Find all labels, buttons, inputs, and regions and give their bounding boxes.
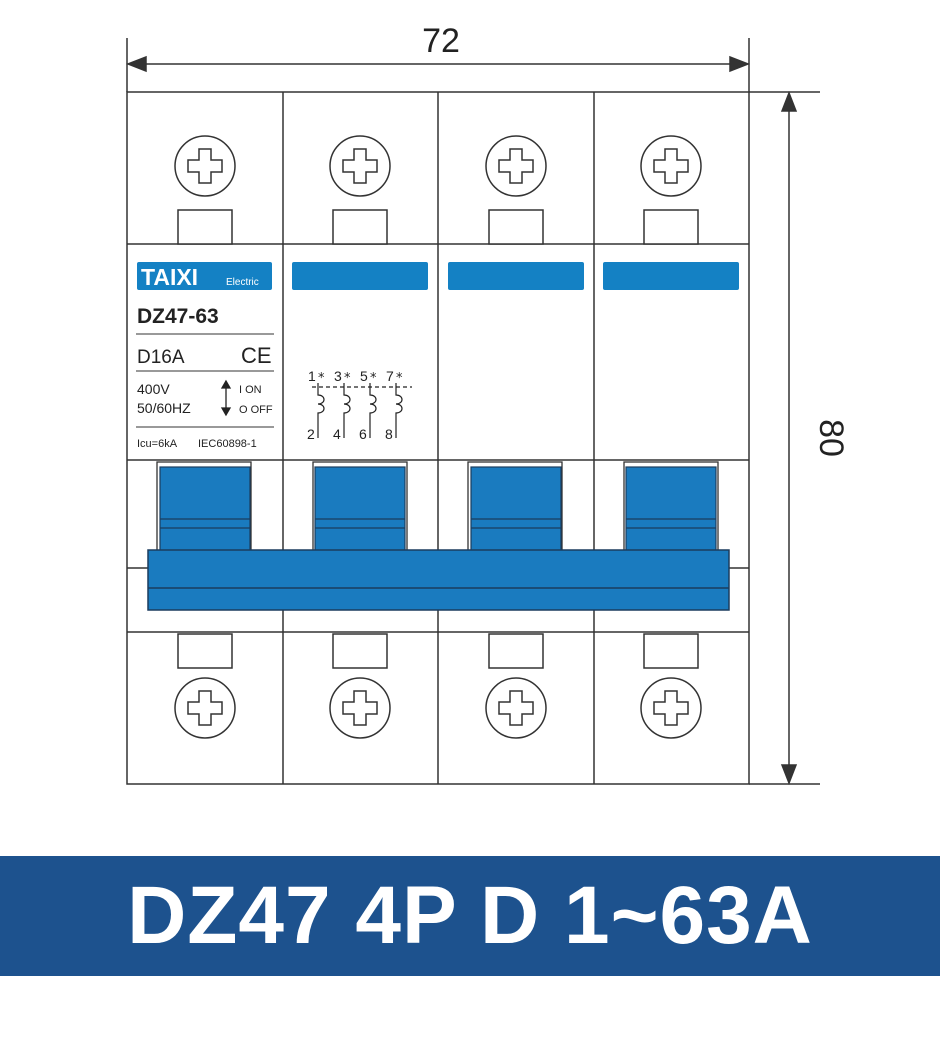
- terminal-mark: *: [318, 371, 325, 386]
- breaker-body: [126, 91, 750, 785]
- terminal-label: 4: [333, 426, 341, 442]
- terminal-mark: *: [396, 371, 403, 386]
- terminal-mark: *: [344, 371, 351, 386]
- width-label: 72: [422, 22, 460, 60]
- screw-icon: [174, 677, 236, 739]
- screw-icon: [329, 677, 391, 739]
- label-strips: [137, 262, 739, 290]
- frequency-rating: 50/60HZ: [137, 400, 191, 416]
- product-banner: DZ47 4P D 1~63A: [0, 856, 940, 976]
- terminal-clamp: [643, 633, 699, 669]
- width-dimension: [125, 38, 751, 92]
- terminal-mark: *: [370, 371, 377, 386]
- terminal-clamp: [177, 209, 233, 245]
- screw-icon: [485, 677, 547, 739]
- screw-icon: [640, 677, 702, 739]
- switch-handle[interactable]: [314, 466, 406, 552]
- terminal-screws: [174, 135, 702, 739]
- switch-handle[interactable]: [470, 466, 562, 552]
- terminal-numbers-bottom: 2 4 6 8: [307, 426, 393, 442]
- terminal-clamp: [177, 633, 233, 669]
- switch-handle[interactable]: [159, 466, 251, 552]
- label-strip: [292, 262, 428, 290]
- voltage-rating: 400V: [137, 381, 170, 397]
- terminal-label: 8: [385, 426, 393, 442]
- terminal-clamp: [332, 633, 388, 669]
- breaking-capacity: Icu=6kA: [137, 438, 178, 450]
- switch-handle[interactable]: [625, 466, 717, 552]
- standard-code: IEC60898-1: [198, 438, 257, 450]
- current-rating: D16A: [137, 347, 185, 368]
- label-strip: [448, 262, 584, 290]
- height-label: 80: [812, 419, 850, 457]
- terminal-label: 5: [360, 368, 368, 384]
- terminal-clamp: [643, 209, 699, 245]
- screw-icon: [329, 135, 391, 197]
- screw-icon: [174, 135, 236, 197]
- brand-name: TAIXI: [141, 264, 198, 290]
- terminal-clamp: [488, 209, 544, 245]
- on-label: I ON: [239, 384, 262, 396]
- terminal-label: 3: [334, 368, 342, 384]
- screw-icon: [485, 135, 547, 197]
- label-strip: [137, 262, 272, 290]
- switch-handles: [159, 466, 717, 552]
- terminal-label: 2: [307, 426, 315, 442]
- screw-icon: [640, 135, 702, 197]
- ce-mark: CE: [241, 343, 272, 368]
- label-strip: [603, 262, 739, 290]
- terminal-clamp: [488, 633, 544, 669]
- off-label: O OFF: [239, 404, 273, 416]
- circuit-schematic: [312, 383, 412, 438]
- terminal-label: 6: [359, 426, 367, 442]
- product-title: DZ47 4P D 1~63A: [127, 870, 813, 961]
- terminal-clamp: [332, 209, 388, 245]
- handle-tie-bar[interactable]: [147, 549, 730, 611]
- terminal-numbers-top: 1 3 5 7: [308, 368, 394, 384]
- breaker-diagram: 72 80 TAIXI Electric DZ47-63 D16A CE 400…: [125, 22, 850, 786]
- height-dimension: [749, 90, 820, 786]
- brand-subtitle: Electric: [226, 277, 259, 288]
- on-off-arrow-icon: [220, 379, 232, 417]
- terminal-asterisks: * * * *: [318, 371, 403, 386]
- terminal-label: 1: [308, 368, 316, 384]
- model-number: DZ47-63: [137, 305, 219, 328]
- terminal-label: 7: [386, 368, 394, 384]
